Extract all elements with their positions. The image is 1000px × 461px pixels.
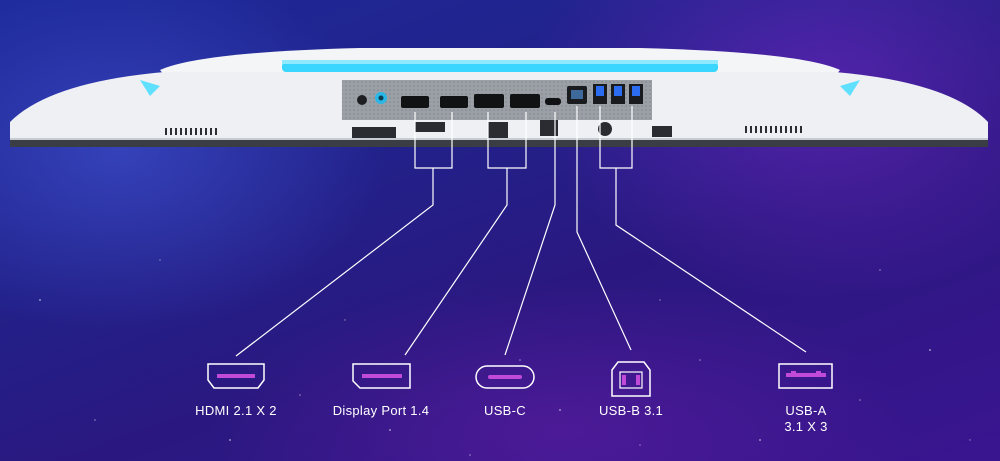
usb-b-port-icon bbox=[611, 361, 651, 397]
hdmi-line bbox=[235, 168, 434, 357]
displayport-label: Display Port 1.4 bbox=[332, 403, 430, 418]
usb-a-label-line1: USB-A bbox=[785, 403, 827, 418]
hdmi-port-icon bbox=[207, 363, 265, 389]
audio-jack-icon bbox=[357, 95, 367, 105]
callout-lines bbox=[235, 106, 807, 357]
usb-b-label: USB-B 3.1 bbox=[598, 403, 664, 418]
usbb-line bbox=[576, 106, 632, 351]
displayport-port-icon bbox=[352, 363, 411, 389]
usbc-line bbox=[504, 112, 556, 356]
starfield bbox=[39, 259, 971, 456]
usb-a-port-icon bbox=[778, 363, 833, 389]
usb-a-label: USB-A 3.1 X 3 bbox=[766, 403, 846, 435]
usb-a-label-line2: 3.1 X 3 bbox=[784, 419, 828, 434]
led-strip bbox=[282, 62, 718, 72]
dp-line bbox=[404, 168, 508, 356]
port-panel bbox=[342, 80, 652, 120]
usb-c-port-icon bbox=[475, 365, 535, 389]
usb-c-label: USB-C bbox=[484, 403, 526, 418]
hdmi-label: HDMI 2.1 X 2 bbox=[195, 403, 277, 418]
usba-line bbox=[615, 168, 807, 353]
